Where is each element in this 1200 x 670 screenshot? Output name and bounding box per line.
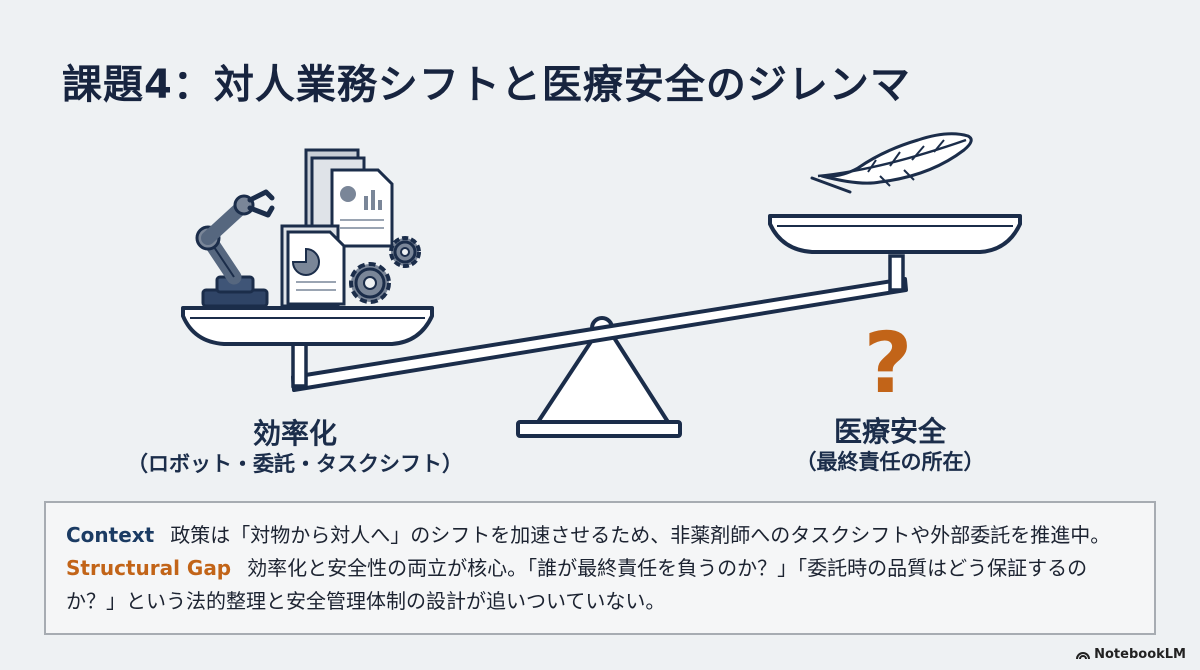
right-pan bbox=[768, 214, 1022, 254]
page-title: 課題4：対人業務シフトと医療安全のジレンマ bbox=[62, 62, 911, 108]
safety-sublabel: （最終責任の所在） bbox=[795, 450, 985, 474]
structural-gap-tag: Structural Gap bbox=[66, 556, 232, 580]
context-text: 政策は「対物から対人へ」のシフトを加速させるため、非薬剤師へのタスクシフトや外部… bbox=[170, 523, 1111, 547]
robot-arm-icon bbox=[195, 189, 275, 308]
brand-watermark: NotebookLM bbox=[1076, 647, 1186, 662]
context-tag: Context bbox=[66, 523, 155, 547]
context-line: Context 政策は「対物から対人へ」のシフトを加速させるため、非薬剤師へのタス… bbox=[66, 519, 1132, 552]
gears-icon bbox=[349, 236, 421, 304]
scale-beam bbox=[291, 254, 908, 392]
feather-icon bbox=[810, 132, 973, 194]
safety-label: 医療安全 bbox=[833, 415, 946, 448]
efficiency-label: 効率化 bbox=[252, 417, 337, 450]
left-pan bbox=[181, 306, 434, 346]
documents-icon bbox=[280, 148, 394, 308]
notebooklm-logo-icon bbox=[1076, 651, 1091, 659]
efficiency-sublabel: （ロボット・委託・タスクシフト） bbox=[127, 452, 463, 476]
structural-gap-text: 効率化と安全性の両立が核心。「誰が最終責任を負うのか？」「委託時の品質はどう保証… bbox=[66, 556, 1088, 613]
brand-name: NotebookLM bbox=[1094, 647, 1186, 662]
question-mark-icon: ? bbox=[864, 314, 913, 412]
context-box: Context 政策は「対物から対人へ」のシフトを加速させるため、非薬剤師へのタス… bbox=[44, 501, 1156, 635]
